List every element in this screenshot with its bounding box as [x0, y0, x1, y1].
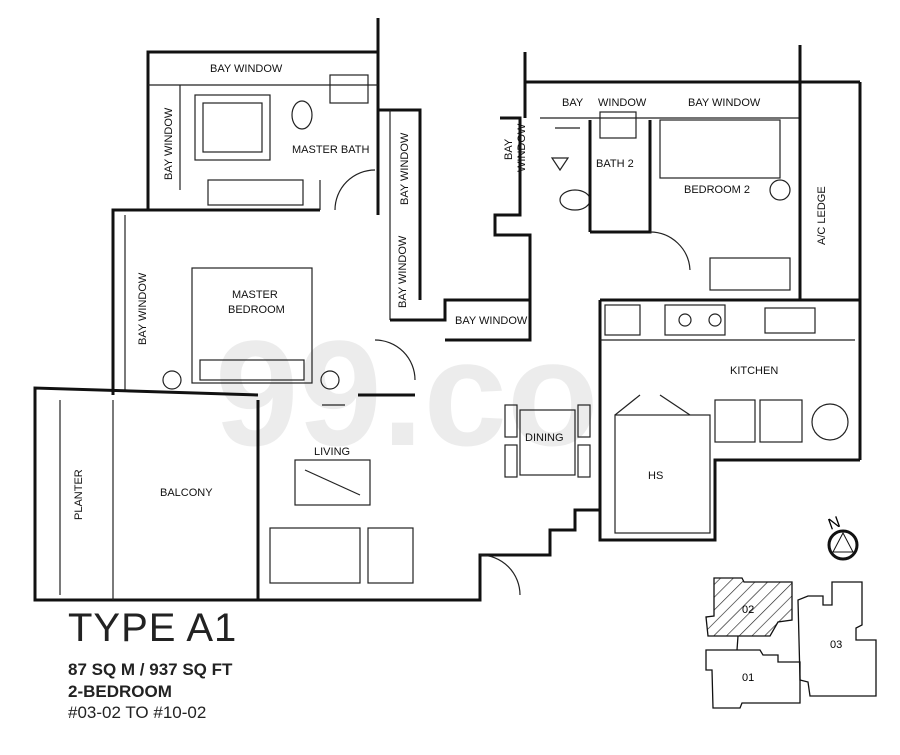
- label-master-bedroom-1: MASTER: [232, 289, 278, 301]
- label-bay-window-bed2: BAY WINDOW: [688, 97, 761, 109]
- key-unit-02: [705, 577, 793, 637]
- label-master-bath: MASTER BATH: [292, 144, 369, 156]
- label-bay-window-bath-right: BAY WINDOW: [399, 132, 411, 205]
- label-bay-window-bath2-1: BAY: [503, 138, 515, 160]
- key-unit-03: [797, 581, 877, 697]
- label-master-bedroom-2: BEDROOM: [228, 304, 285, 316]
- label-bay-window-bath2-2: WINDOW: [516, 123, 528, 172]
- label-dining: DINING: [525, 432, 564, 444]
- plan-type-title: TYPE A1: [68, 606, 238, 650]
- label-hs: HS: [648, 470, 663, 482]
- master-bedroom-area: [111, 208, 532, 406]
- master-bath-block: [146, 18, 422, 320]
- label-bay-window-middle: BAY WINDOW: [455, 315, 528, 327]
- key-unit-03-label: 03: [830, 639, 842, 651]
- key-plan: [705, 577, 877, 709]
- plan-area: 87 SQ M / 937 SQ FT: [68, 660, 233, 679]
- plan-units: #03-02 TO #10-02: [68, 703, 207, 722]
- label-balcony: BALCONY: [160, 487, 213, 499]
- plan-bedrooms: 2-BEDROOM: [68, 682, 172, 701]
- label-planter: PLANTER: [73, 469, 85, 520]
- label-bay-window-top: BAY WINDOW: [210, 63, 283, 75]
- label-bath2: BATH 2: [596, 158, 634, 170]
- label-bay-window-master-left: BAY WINDOW: [137, 272, 149, 345]
- balcony-area: [33, 386, 260, 602]
- label-bay-window-corridor: BAY WINDOW: [397, 235, 409, 308]
- watermark: 99.co: [215, 309, 599, 477]
- label-bedroom2: BEDROOM 2: [684, 184, 750, 196]
- label-bay: BAY: [562, 97, 584, 109]
- north-compass-icon: [827, 529, 859, 561]
- label-ac-ledge: A/C LEDGE: [816, 186, 828, 245]
- label-living: LIVING: [314, 446, 350, 458]
- living-dining-area: [258, 300, 602, 602]
- label-window: WINDOW: [598, 97, 647, 109]
- kitchen-area: [598, 304, 860, 542]
- label-bay-window-bath-left: BAY WINDOW: [163, 107, 175, 180]
- north-label: N: [826, 514, 843, 534]
- key-unit-01: [705, 649, 801, 709]
- key-unit-02-label: 02: [742, 604, 754, 616]
- bedroom2-block: [493, 45, 862, 460]
- label-kitchen: KITCHEN: [730, 365, 778, 377]
- key-unit-01-label: 01: [742, 672, 754, 684]
